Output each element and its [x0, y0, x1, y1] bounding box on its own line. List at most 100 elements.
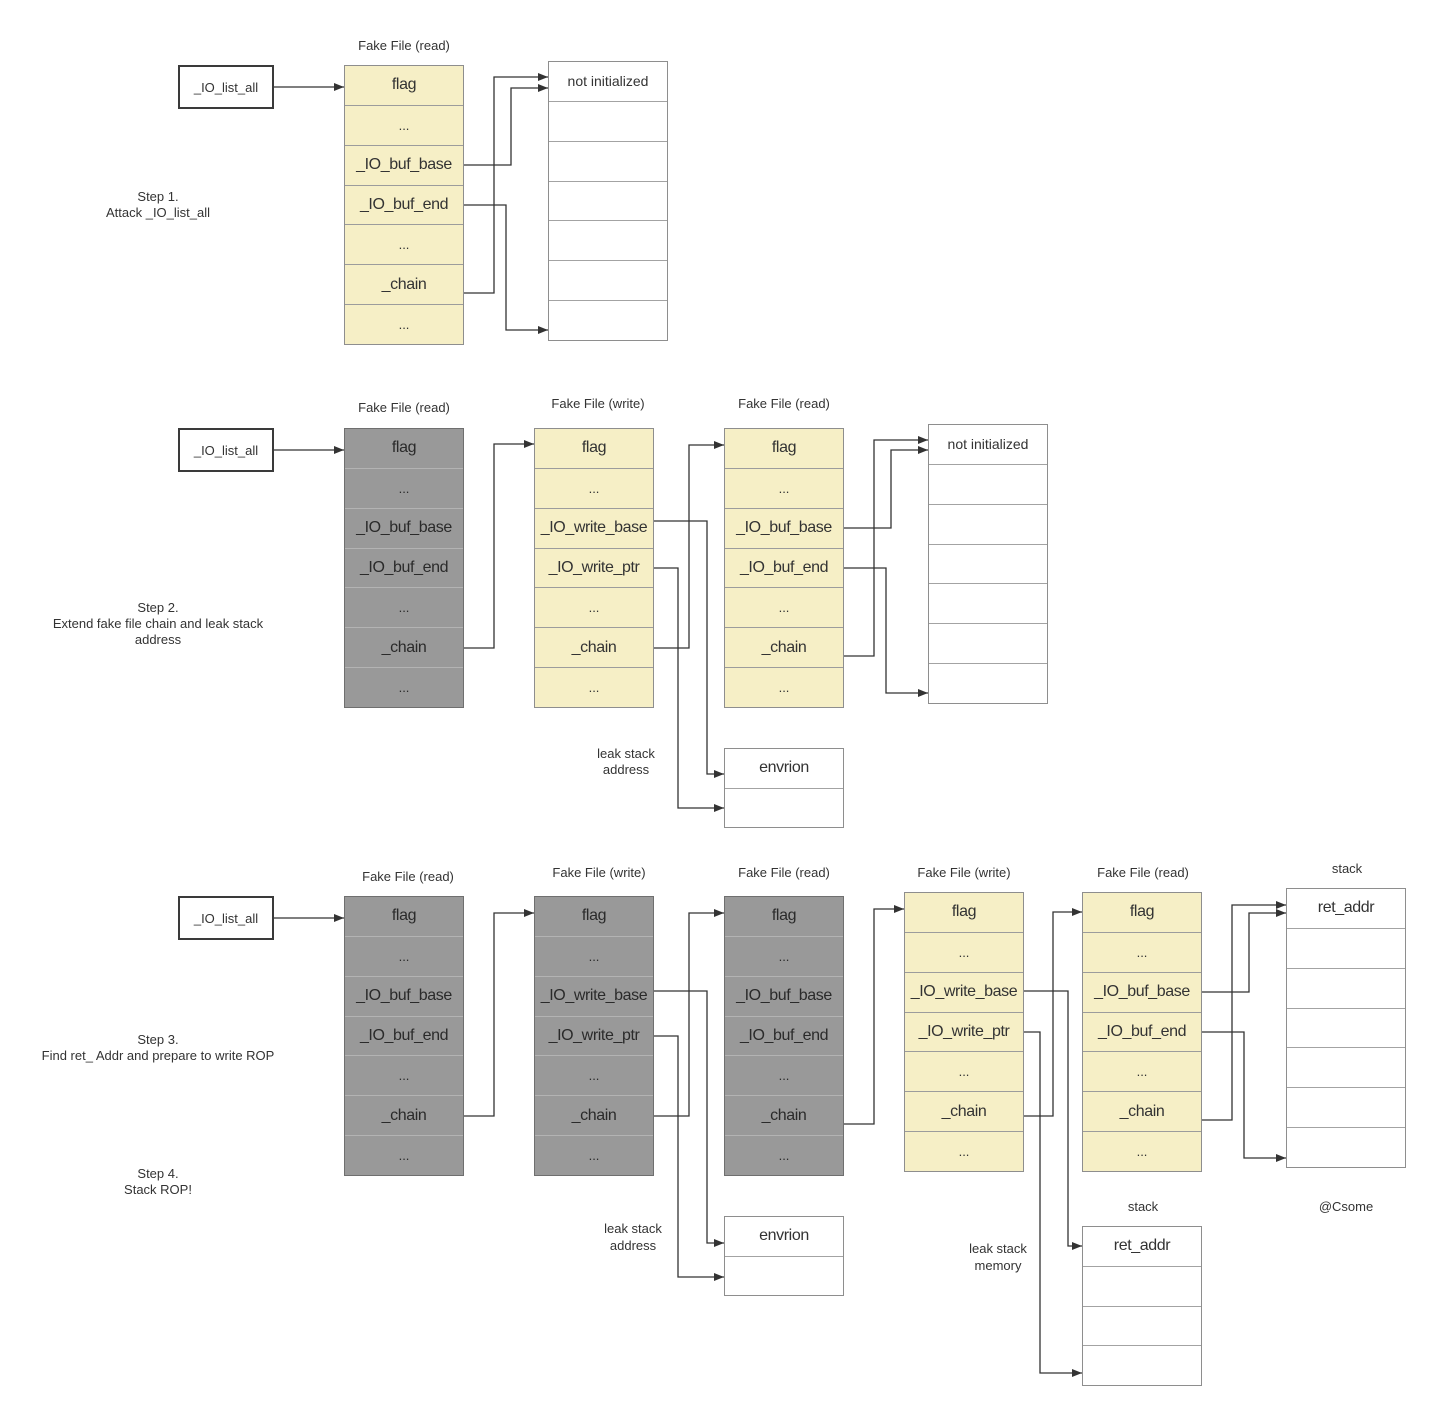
ellipsis-field: ...: [345, 667, 463, 707]
step3-caption-line: Step 3.: [137, 1032, 179, 1047]
s1-buf-end-arrow: [464, 204, 548, 334]
step3-leaked-stack-struct: ret_addr: [1082, 1226, 1202, 1386]
step1-fake-file-read-title: Fake File (read): [358, 38, 450, 53]
s3-write-ptr-arrow: [654, 1035, 724, 1281]
step4-caption-line: Stack ROP!: [124, 1182, 192, 1197]
s2-write-base-arrow: [654, 520, 724, 778]
ellipsis-field: ...: [345, 104, 463, 145]
field-chain: _chain: [345, 264, 463, 304]
field-chain: _chain: [905, 1091, 1023, 1131]
field-io-write-base: _IO_write_base: [905, 971, 1023, 1012]
step3-fake-file-write-struct: flag..._IO_write_base_IO_write_ptr..._ch…: [534, 896, 654, 1176]
step3-fake-file-write-2-title: Fake File (write): [917, 865, 1011, 880]
field-io-write-ptr: _IO_write_ptr: [535, 1015, 653, 1056]
ellipsis-field: ...: [535, 587, 653, 627]
field-flag: flag: [1129, 903, 1155, 921]
field-ret-addr: ret_addr: [1317, 899, 1375, 917]
ellipsis-field: ...: [725, 935, 843, 976]
s1-chain-arrow: [464, 73, 548, 294]
ellipsis-field: ...: [345, 304, 463, 344]
field-io-write-ptr: _IO_write_ptr: [535, 547, 653, 588]
field-chain: _chain: [1083, 1091, 1201, 1131]
ellipsis-field: ...: [535, 935, 653, 976]
field-io-buf-base: _IO_buf_base: [345, 507, 463, 548]
field-not-initialized: not initialized: [567, 73, 649, 90]
step1-buffer-struct: not initialized: [548, 61, 668, 341]
s2-write-chain-arrow: [654, 441, 724, 649]
ellipsis-field: ...: [535, 1135, 653, 1175]
step1-caption-line: Step 1.: [137, 189, 179, 204]
step3-io-list-all-box: _IO_list_all: [178, 896, 274, 940]
empty-slot: [549, 220, 667, 260]
step4-caption-line: Step 4.: [137, 1166, 179, 1181]
step3-leak-memory-note-line: leak stack: [969, 1240, 1027, 1256]
ellipsis-field: ...: [905, 1051, 1023, 1091]
field-io-buf-base: _IO_buf_base: [1083, 971, 1201, 1012]
s2-buf-base-arrow: [844, 446, 928, 529]
ellipsis-field: ...: [725, 1055, 843, 1095]
step2-fake-file-read-2-struct: flag..._IO_buf_base_IO_buf_end..._chain.…: [724, 428, 844, 708]
ellipsis-field: ...: [535, 467, 653, 508]
ellipsis-field: ...: [905, 1131, 1023, 1171]
ellipsis-field: ...: [725, 667, 843, 707]
step2-leak-note-line: leak stack: [597, 746, 655, 761]
field-chain: _chain: [725, 627, 843, 667]
step3-fake-file-read-2-struct: flag..._IO_buf_base_IO_buf_end..._chain.…: [724, 896, 844, 1176]
empty-slot: [549, 260, 667, 300]
empty-slot: [549, 140, 667, 181]
s2-read2-chain-arrow: [844, 436, 928, 657]
io-list-all-label: _IO_list_all: [193, 910, 259, 926]
empty-slot: [549, 300, 667, 340]
step3-environ-struct: envrion: [724, 1216, 844, 1296]
step2-environ-struct: envrion: [724, 748, 844, 828]
step2-fake-file-read-struct: flag..._IO_buf_base_IO_buf_end..._chain.…: [344, 428, 464, 708]
field-flag: flag: [771, 907, 797, 925]
s3-read2-chain-arrow: [844, 905, 904, 1125]
step3-caption: Step 3.Find ret_ Addr and prepare to wri…: [42, 1032, 275, 1064]
ellipsis-field: ...: [345, 467, 463, 508]
field-envrion: envrion: [759, 759, 809, 777]
step3-fake-file-write-2-struct: flag..._IO_write_base_IO_write_ptr..._ch…: [904, 892, 1024, 1172]
field-io-buf-end: _IO_buf_end: [345, 184, 463, 225]
field-flag: flag: [771, 439, 797, 457]
empty-slot: [549, 100, 667, 141]
field-flag: flag: [391, 76, 417, 94]
s2-read-chain-arrow: [464, 440, 534, 649]
s3-buf-end-arrow: [1202, 1031, 1286, 1162]
s3-write-chain-arrow: [654, 909, 724, 1117]
s3-buf-base-arrow: [1202, 909, 1286, 993]
step3-leaked-stack-title: stack: [1127, 1199, 1159, 1214]
field-io-write-base: _IO_write_base: [535, 507, 653, 548]
field-flag: flag: [391, 439, 417, 457]
step2-fake-file-write-struct: flag..._IO_write_base_IO_write_ptr..._ch…: [534, 428, 654, 708]
field-io-buf-base: _IO_buf_base: [725, 507, 843, 548]
field-flag: flag: [581, 439, 607, 457]
empty-slot: [929, 543, 1047, 584]
field-io-buf-end: _IO_buf_end: [1083, 1011, 1201, 1052]
field-chain: _chain: [725, 1095, 843, 1135]
step1-io-list-all-box: _IO_list_all: [178, 65, 274, 109]
ellipsis-field: ...: [535, 667, 653, 707]
empty-slot: [929, 583, 1047, 623]
ellipsis-field: ...: [1083, 1131, 1201, 1171]
step2-io-list-all-box: _IO_list_all: [178, 428, 274, 472]
empty-slot: [725, 787, 843, 828]
field-io-write-base: _IO_write_base: [535, 975, 653, 1016]
step2-fake-file-read-2-title: Fake File (read): [738, 396, 830, 411]
ellipsis-field: ...: [345, 587, 463, 627]
step3-leak-memory-note-line: memory: [974, 1257, 1022, 1273]
field-io-buf-base: _IO_buf_base: [725, 975, 843, 1016]
field-io-buf-end: _IO_buf_end: [345, 547, 463, 588]
empty-slot: [1287, 1047, 1405, 1087]
empty-slot: [1083, 1305, 1201, 1346]
field-flag: flag: [391, 907, 417, 925]
step2-caption-line: Step 2.: [137, 600, 179, 615]
ellipsis-field: ...: [1083, 1051, 1201, 1091]
empty-slot: [725, 1255, 843, 1296]
step1-caption-line: Attack _IO_list_all: [105, 205, 211, 220]
field-flag: flag: [951, 903, 977, 921]
field-ret-addr: ret_addr: [1113, 1237, 1171, 1255]
field-io-buf-end: _IO_buf_end: [725, 1015, 843, 1056]
